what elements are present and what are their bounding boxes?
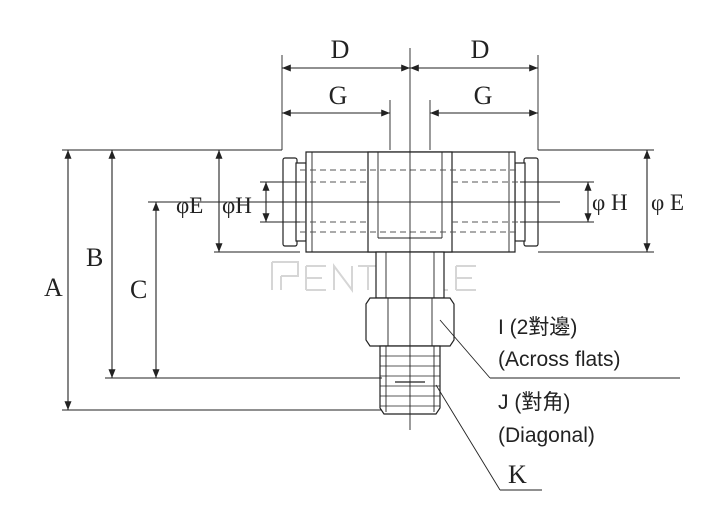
dimension-top: D D G G [281, 35, 539, 150]
label-A: A [44, 273, 63, 302]
watermark-logo [271, 261, 476, 293]
label-C: C [130, 275, 147, 304]
callout-I-line2: (Across flats) [498, 348, 621, 371]
callout-leaders [435, 319, 680, 491]
label-phiE-right: φ E [651, 190, 684, 215]
callout-J-line2: (Diagonal) [498, 424, 595, 447]
label-phiH-left: φH [222, 193, 252, 218]
callout-I-line1: I (2對邊) [498, 316, 577, 339]
label-D-left: D [331, 35, 350, 64]
centerlines [250, 48, 560, 430]
fitting-body [282, 151, 539, 415]
dimension-left: A B C [44, 149, 382, 411]
label-B: B [86, 243, 103, 272]
callout-J-line1: J (對角) [498, 391, 570, 414]
label-D-right: D [471, 35, 490, 64]
label-phiH-right: φ H [592, 190, 628, 215]
label-G-left: G [329, 81, 348, 110]
label-K: K [508, 460, 527, 489]
label-phiE-left: φE [176, 193, 203, 218]
dimension-phi-right: φ H φ E [520, 149, 684, 253]
label-G-right: G [474, 81, 493, 110]
dimension-phi-left: φE φH [176, 149, 300, 253]
